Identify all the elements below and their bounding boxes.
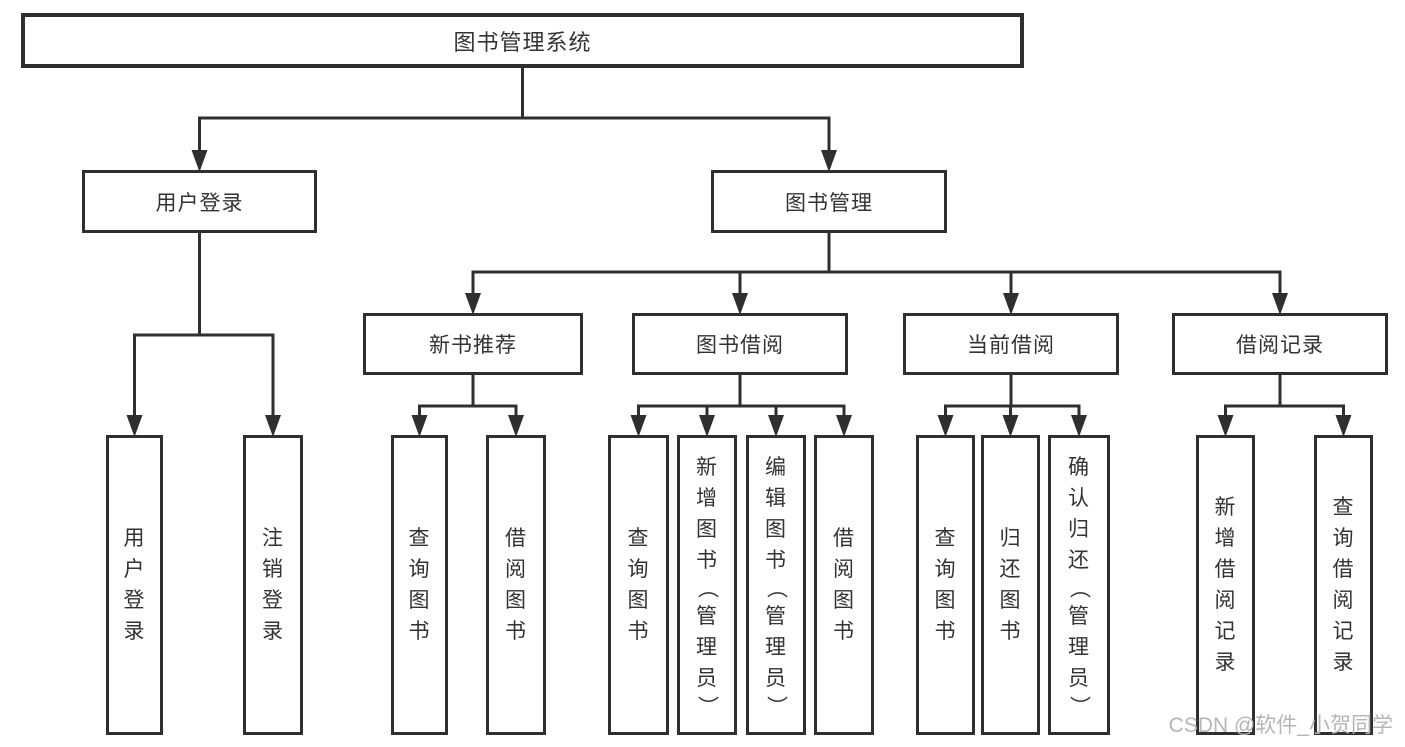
arrowhead-icon: [1217, 415, 1234, 437]
node-label-vertical: 查询图书: [408, 527, 431, 643]
node-leaf-cb-return: 归还图书: [981, 435, 1040, 735]
node-leaf-br-add: 新增借阅记录: [1196, 435, 1255, 735]
node-label: 图书管理系统: [453, 29, 592, 55]
node-current-borrow: 当前借阅: [903, 313, 1119, 375]
node-label: 用户登录: [155, 191, 244, 215]
arrowhead-icon: [191, 150, 208, 172]
arrowhead-icon: [508, 415, 524, 437]
arrowhead-icon: [265, 415, 281, 437]
arrowhead-icon: [630, 415, 647, 437]
node-leaf-nbr-query: 查询图书: [391, 435, 448, 735]
arrowhead-icon: [126, 415, 143, 437]
node-label-vertical: 用户登录: [123, 527, 146, 643]
node-borrow-records: 借阅记录: [1172, 313, 1388, 375]
arrowhead-icon: [836, 415, 852, 437]
arrowhead-icon: [1272, 293, 1288, 315]
arrowhead-icon: [1071, 415, 1087, 437]
arrowhead-icon: [411, 415, 428, 437]
node-user-login: 用户登录: [82, 170, 317, 233]
arrowhead-icon: [465, 293, 481, 315]
node-label-vertical: 确认归还（管理员）: [1067, 455, 1091, 718]
arrowhead-icon: [768, 415, 784, 437]
node-leaf-bb-edit: 编辑图书（管理员）: [746, 435, 806, 735]
node-label-vertical: 归还图书: [999, 527, 1022, 643]
arrowhead-icon: [699, 415, 715, 437]
arrowhead-icon: [1002, 415, 1019, 437]
node-label-vertical: 新增借阅记录: [1214, 496, 1237, 674]
node-label: 新书推荐: [429, 334, 517, 357]
node-leaf-nbr-borrow: 借阅图书: [486, 435, 546, 735]
arrowhead-icon: [1003, 293, 1019, 315]
node-label: 图书借阅: [696, 334, 784, 357]
node-label-vertical: 新增图书（管理员）: [695, 455, 719, 718]
node-label: 当前借阅: [967, 334, 1055, 357]
node-label-vertical: 注销登录: [262, 527, 284, 643]
arrowhead-icon: [937, 415, 954, 437]
node-book-borrow: 图书借阅: [632, 313, 848, 375]
node-leaf-br-query: 查询借阅记录: [1314, 435, 1373, 735]
node-label-vertical: 借阅图书: [505, 527, 527, 643]
node-label-vertical: 编辑图书（管理员）: [764, 455, 788, 718]
node-leaf-cb-confirm: 确认归还（管理员）: [1048, 435, 1110, 735]
node-leaf-bb-borrow: 借阅图书: [814, 435, 874, 735]
node-leaf-logout: 注销登录: [243, 435, 303, 735]
node-label-vertical: 借阅图书: [833, 527, 855, 643]
node-label-vertical: 查询借阅记录: [1332, 496, 1355, 674]
node-label: 借阅记录: [1236, 334, 1324, 357]
node-leaf-bb-add: 新增图书（管理员）: [677, 435, 737, 735]
node-label-vertical: 查询图书: [627, 527, 650, 643]
node-root: 图书管理系统: [21, 13, 1024, 68]
node-label-vertical: 查询图书: [934, 527, 957, 643]
arrowhead-icon: [821, 150, 837, 172]
node-leaf-user-login: 用户登录: [106, 435, 163, 735]
node-leaf-bb-query: 查询图书: [608, 435, 669, 735]
arrowhead-icon: [1335, 415, 1352, 437]
node-label: 图书管理: [785, 191, 873, 215]
node-new-book-rec: 新书推荐: [363, 313, 583, 375]
arrowhead-icon: [732, 293, 748, 315]
node-leaf-cb-query: 查询图书: [916, 435, 975, 735]
node-book-mgmt: 图书管理: [711, 170, 947, 233]
